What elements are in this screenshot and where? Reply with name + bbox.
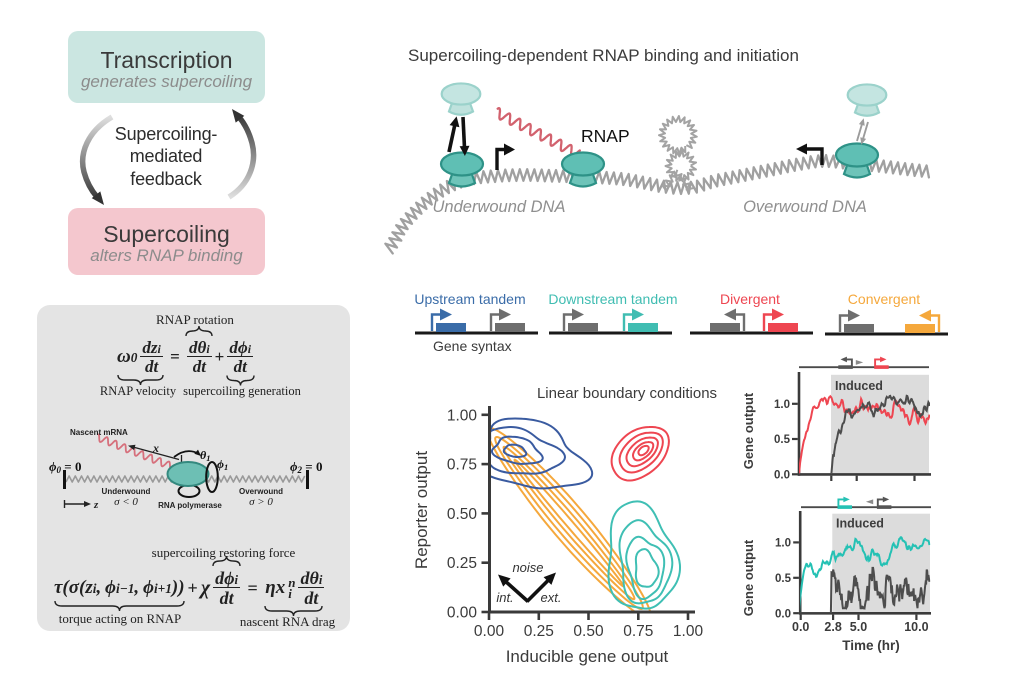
svg-text:2.8: 2.8	[824, 620, 841, 634]
svg-text:Time (hr): Time (hr)	[842, 638, 900, 653]
svg-text:0.5: 0.5	[774, 434, 791, 446]
svg-text:5.0: 5.0	[850, 620, 867, 634]
svg-text:int.: int.	[496, 590, 513, 605]
svg-text:ϕ2 = 0: ϕ2 = 0	[290, 459, 322, 475]
svg-text:Overwound: Overwound	[239, 487, 283, 496]
svg-text:ext.: ext.	[541, 590, 562, 605]
svg-text:Gene syntax: Gene syntax	[433, 338, 512, 354]
svg-text:Underwound: Underwound	[102, 487, 151, 496]
svg-text:1.00: 1.00	[447, 407, 478, 424]
svg-text:0.00: 0.00	[474, 623, 505, 640]
svg-text:Underwound DNA: Underwound DNA	[433, 198, 566, 216]
svg-text:Reporter output: Reporter output	[412, 451, 431, 569]
svg-text:Gene output: Gene output	[741, 539, 756, 616]
svg-text:0.75: 0.75	[623, 623, 653, 640]
svg-text:0.50: 0.50	[447, 506, 478, 523]
svg-text:0.25: 0.25	[447, 555, 477, 572]
svg-text:0.25: 0.25	[524, 623, 554, 640]
svg-text:σ < 0: σ < 0	[114, 496, 138, 508]
svg-text:Upstream tandem: Upstream tandem	[414, 291, 525, 307]
svg-text:0.0: 0.0	[792, 620, 809, 634]
svg-text:0.5: 0.5	[775, 573, 792, 585]
svg-text:Induced: Induced	[836, 517, 884, 531]
svg-text:ϕ1: ϕ1	[217, 457, 228, 472]
svg-text:Inducible gene output: Inducible gene output	[506, 647, 669, 666]
svg-text:Nascent mRNA: Nascent mRNA	[70, 428, 128, 437]
svg-text:0.0: 0.0	[775, 608, 791, 620]
svg-text:1.0: 1.0	[775, 538, 791, 550]
svg-text:1.0: 1.0	[774, 399, 790, 411]
svg-text:Induced: Induced	[835, 379, 883, 393]
svg-text:noise: noise	[512, 560, 543, 575]
svg-text:10.0: 10.0	[904, 620, 928, 634]
svg-text:Linear boundary conditions: Linear boundary conditions	[537, 385, 717, 402]
svg-text:Divergent: Divergent	[720, 291, 780, 307]
svg-text:Supercoiling-dependent RNAP bi: Supercoiling-dependent RNAP binding and …	[408, 46, 799, 65]
svg-text:σ > 0: σ > 0	[249, 496, 273, 508]
svg-text:0.75: 0.75	[447, 457, 477, 474]
svg-text:RNA polymerase: RNA polymerase	[158, 501, 222, 510]
svg-text:Overwound DNA: Overwound DNA	[743, 198, 867, 216]
svg-text:1.00: 1.00	[673, 623, 704, 640]
svg-text:RNAP: RNAP	[581, 126, 630, 146]
svg-text:0.0: 0.0	[774, 470, 790, 482]
svg-text:0.50: 0.50	[573, 623, 604, 640]
svg-text:θ1: θ1	[200, 448, 210, 463]
svg-text:z: z	[93, 499, 99, 511]
svg-text:Gene output: Gene output	[741, 392, 756, 469]
svg-text:x: x	[152, 441, 159, 455]
svg-text:0.00: 0.00	[447, 605, 478, 622]
svg-text:Convergent: Convergent	[848, 291, 920, 307]
svg-text:Downstream tandem: Downstream tandem	[548, 291, 677, 307]
